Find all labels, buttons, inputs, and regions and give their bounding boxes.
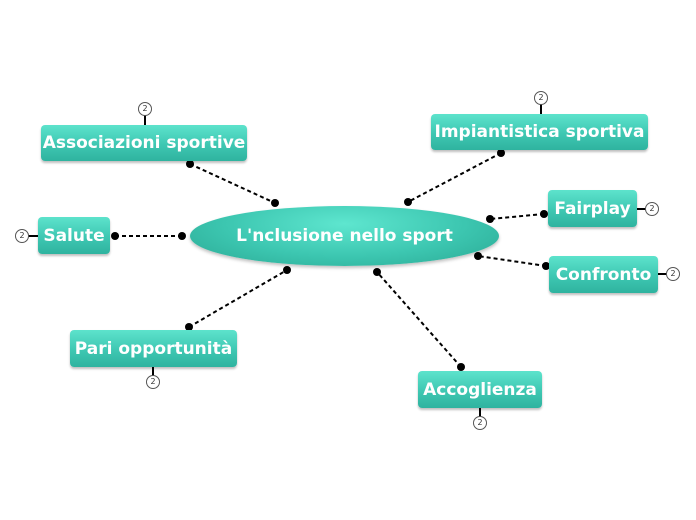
children-count-badge[interactable]: 2 [645,202,659,216]
topic-accoglienza[interactable]: Accoglienza [418,371,542,408]
badge-count: 2 [538,93,544,102]
topic-confronto[interactable]: Confronto [549,256,658,293]
connector-accoglienza [376,271,462,368]
badge-count: 2 [142,104,148,113]
endpoint-dot [283,266,291,274]
children-count-badge[interactable]: 2 [473,416,487,430]
children-count-badge[interactable]: 2 [534,91,548,105]
central-topic-label: L'nclusione nello sport [236,226,453,246]
topic-label: Fairplay [554,198,631,219]
children-count-badge[interactable]: 2 [138,102,152,116]
endpoint-dot [111,232,119,240]
children-count-badge[interactable]: 2 [15,229,29,243]
endpoint-dot [457,363,465,371]
endpoint-dot [497,149,505,157]
endpoint-dot [271,199,279,207]
connector-associazioni [189,163,276,204]
topic-label: Salute [43,225,105,246]
topic-label: Accoglienza [423,379,537,400]
endpoint-dot [540,210,548,218]
endpoint-dot [186,160,194,168]
connector-impiantistica [407,152,502,203]
badge-count: 2 [477,418,483,427]
topic-label: Associazioni sportive [42,133,246,153]
topic-label: Impiantistica sportiva [434,122,645,142]
central-topic[interactable]: L'nclusione nello sport [190,206,499,266]
topic-associazioni-sportive[interactable]: Associazioni sportive [41,125,247,161]
topic-label: Pari opportunità [74,338,233,359]
connector-endpoints [111,149,550,371]
topic-salute[interactable]: Salute [38,217,110,254]
topic-fairplay[interactable]: Fairplay [548,190,637,227]
badge-count: 2 [19,231,25,240]
badge-count: 2 [670,269,676,278]
endpoint-dot [404,198,412,206]
connector-confronto [477,255,547,267]
connector-fairplay [489,213,545,220]
endpoint-dot [373,268,381,276]
topic-label: Confronto [555,264,652,285]
children-count-badge[interactable]: 2 [666,267,680,281]
children-count-badge[interactable]: 2 [146,375,160,389]
badge-count: 2 [649,204,655,213]
topic-pari-opportunita[interactable]: Pari opportunità [70,330,237,367]
badge-count: 2 [150,377,156,386]
endpoint-dot [474,252,482,260]
connector-pari [188,269,288,328]
badge-stems [28,104,667,417]
topic-impiantistica-sportiva[interactable]: Impiantistica sportiva [431,114,648,150]
endpoint-dot [185,323,193,331]
endpoint-dot [178,232,186,240]
endpoint-dot [486,215,494,223]
endpoint-dot [542,262,550,270]
